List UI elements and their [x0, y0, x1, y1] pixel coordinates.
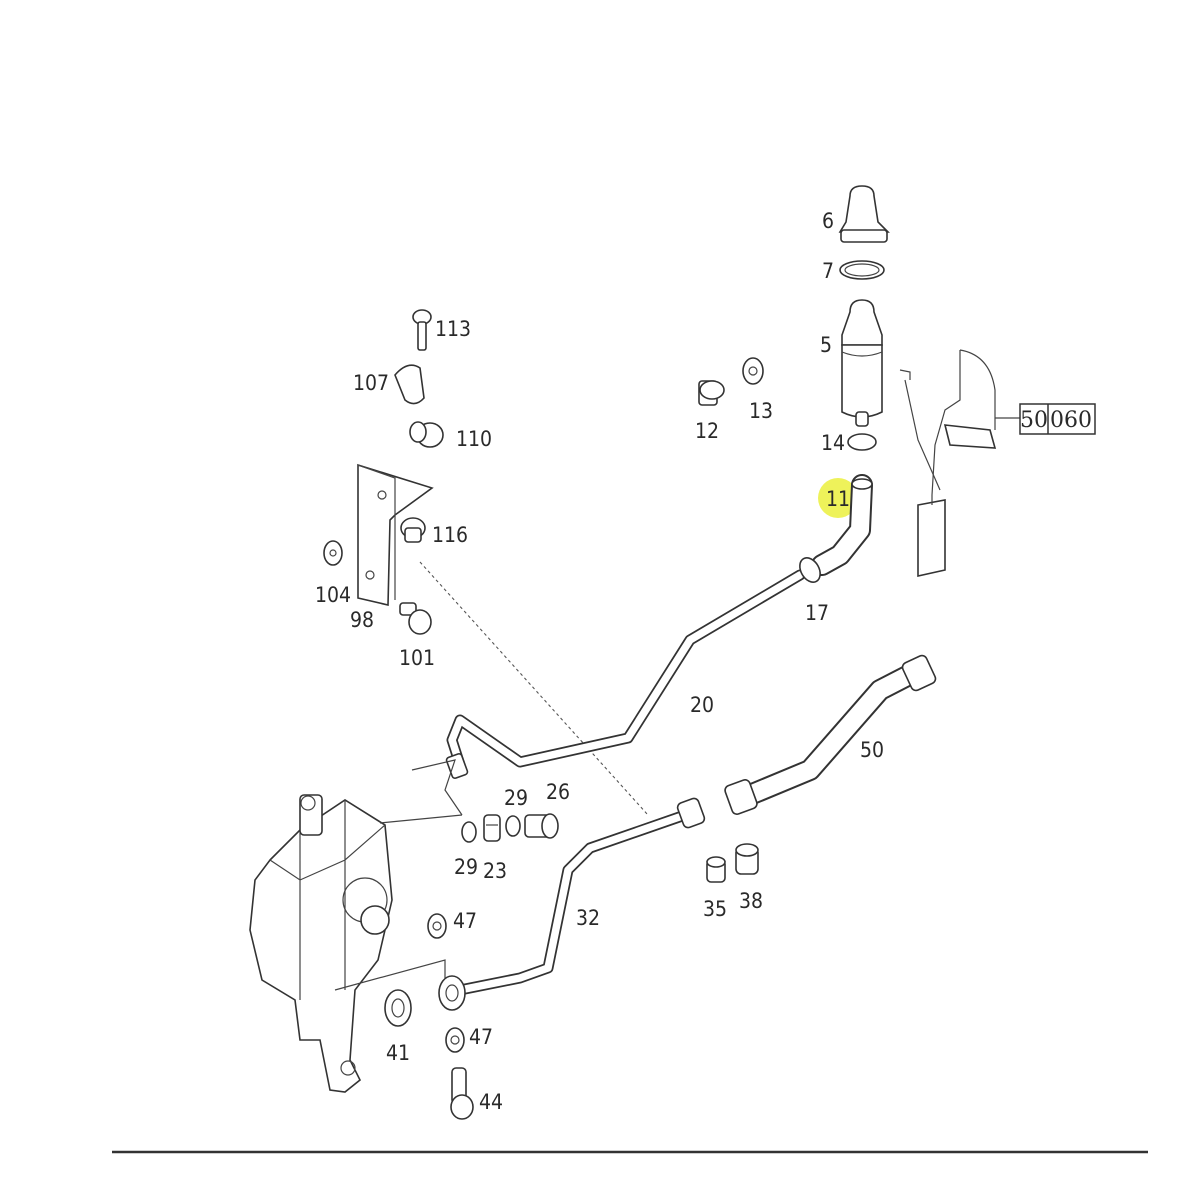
sealing-ring-47-lower[interactable]	[445, 1027, 465, 1053]
adapter-38[interactable]	[735, 843, 759, 875]
label-part-11: 11	[826, 487, 850, 511]
bolt-12[interactable]	[698, 380, 725, 406]
label-part-44: 44	[479, 1090, 503, 1114]
hose-clamp-17[interactable]	[796, 554, 825, 586]
return-pipe-20[interactable]	[445, 569, 806, 780]
label-part-47-upper: 47	[453, 909, 477, 933]
label-part-116: 116	[432, 523, 468, 547]
label-part-101: 101	[399, 646, 435, 670]
hose-11[interactable]	[811, 474, 873, 576]
pressure-hose-50[interactable]	[724, 654, 937, 816]
label-part-13: 13	[749, 399, 773, 423]
pressure-pipe-32[interactable]	[454, 797, 706, 996]
label-part-29-upper: 29	[504, 786, 528, 810]
label-part-98: 98	[350, 608, 374, 632]
label-part-5: 5	[820, 333, 832, 357]
grommet-116[interactable]	[400, 517, 426, 543]
reference-box-50-060[interactable]: 50 060	[995, 403, 1096, 435]
hose-clamp-14[interactable]	[847, 433, 877, 451]
reservoir-5[interactable]	[841, 299, 883, 427]
sealing-ring-29-left[interactable]	[461, 821, 477, 843]
label-part-104: 104	[315, 583, 351, 607]
label-part-113: 113	[435, 317, 471, 341]
reference-group: 50	[1020, 408, 1048, 433]
leader-line-bracket	[419, 561, 649, 816]
label-part-23: 23	[483, 859, 507, 883]
part-11-highlight	[818, 478, 858, 518]
union-23[interactable]	[483, 814, 501, 842]
steering-gear-housing	[249, 759, 463, 1093]
bolt-101[interactable]	[399, 602, 432, 635]
label-part-110: 110	[456, 427, 492, 451]
label-part-35: 35	[703, 897, 727, 921]
grommet-110[interactable]	[409, 421, 444, 448]
banjo-fitting-41[interactable]	[384, 989, 412, 1027]
label-part-12: 12	[695, 419, 719, 443]
label-part-6: 6	[822, 209, 834, 233]
label-part-26: 26	[546, 780, 570, 804]
label-part-41: 41	[386, 1041, 410, 1065]
label-part-107: 107	[353, 371, 389, 395]
adapter-35[interactable]	[706, 856, 726, 883]
sealing-ring-29-right[interactable]	[505, 815, 521, 837]
label-part-7: 7	[822, 259, 834, 283]
washer-13[interactable]	[742, 357, 764, 385]
label-part-14: 14	[821, 431, 845, 455]
label-part-50: 50	[860, 738, 884, 762]
label-part-20: 20	[690, 693, 714, 717]
sealing-ring-47-upper[interactable]	[427, 913, 447, 939]
label-part-17: 17	[805, 601, 829, 625]
label-part-38: 38	[739, 889, 763, 913]
banjo-bolt-44[interactable]	[450, 1067, 474, 1120]
bracket-98[interactable]	[357, 463, 434, 607]
reservoir-cap-6[interactable]	[838, 185, 890, 243]
reference-page: 060	[1050, 408, 1092, 433]
washer-104[interactable]	[323, 540, 343, 566]
clip-107[interactable]	[394, 364, 425, 405]
label-part-32: 32	[576, 906, 600, 930]
banjo-eye-32[interactable]	[438, 975, 466, 1011]
label-part-47-lower: 47	[469, 1025, 493, 1049]
banjo-bolt-26[interactable]	[524, 813, 559, 839]
label-part-29-lower: 29	[454, 855, 478, 879]
support-bracket-50-060	[899, 349, 997, 577]
screw-113[interactable]	[412, 309, 432, 351]
